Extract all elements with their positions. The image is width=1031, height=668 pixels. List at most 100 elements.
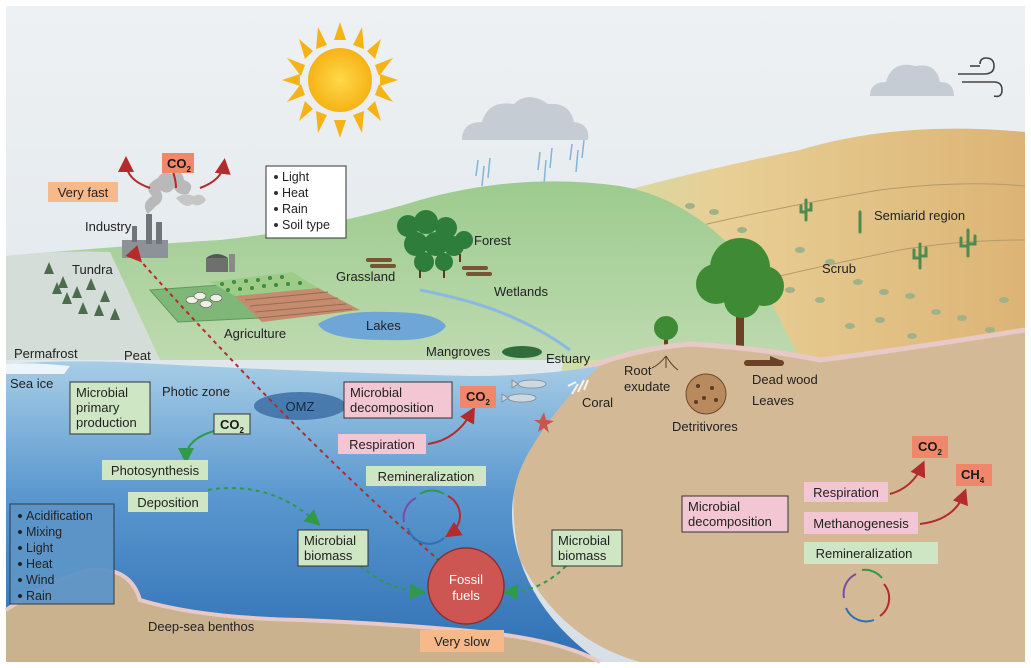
deposition-box bbox=[128, 492, 208, 512]
land-respiration-arrow bbox=[889, 460, 926, 495]
co2-label: CO2 bbox=[220, 417, 245, 435]
land-remineralization-box bbox=[804, 542, 938, 564]
land-respiration-label: Respiration bbox=[813, 485, 879, 500]
primary-production-line-3: production bbox=[76, 415, 137, 430]
fossil-fuels-label-2: fuels bbox=[452, 588, 480, 603]
scrub-label: Scrub bbox=[822, 261, 856, 276]
sea-ice-label: Sea ice bbox=[10, 376, 53, 391]
agriculture-label: Agriculture bbox=[224, 326, 286, 341]
ch4-label: CH4 bbox=[961, 467, 985, 485]
wind-icon bbox=[958, 57, 1003, 98]
dead-wood-icon bbox=[744, 356, 784, 366]
tundra-label: Tundra bbox=[72, 262, 113, 277]
land-microbial-decomposition-box bbox=[681, 495, 789, 533]
deep-sea-benthos-label: Deep-sea benthos bbox=[148, 619, 255, 634]
ocean-factor-item: Acidification bbox=[26, 509, 93, 523]
ocean-biomass-line-2: biomass bbox=[304, 548, 353, 563]
ocean-microbial-decomposition-box bbox=[343, 381, 453, 419]
coral-label: Coral bbox=[582, 395, 613, 410]
land-factors-list: Light Heat Rain Soil type bbox=[274, 170, 330, 232]
very-slow-badge bbox=[420, 630, 504, 652]
wetlands-label: Wetlands bbox=[494, 284, 548, 299]
ocean-respiration-arrow bbox=[427, 406, 475, 445]
industry-label: Industry bbox=[85, 219, 132, 234]
land-factor-item: Rain bbox=[282, 202, 308, 216]
very-fast-label: Very fast bbox=[58, 185, 109, 200]
root-exudate-label-2: exudate bbox=[624, 379, 670, 394]
co2-box-land bbox=[912, 436, 948, 458]
dead-wood-label: Dead wood bbox=[752, 372, 818, 387]
ocean-respiration-box bbox=[338, 434, 426, 454]
ocean-factors-box bbox=[9, 503, 115, 605]
deposition-arrow bbox=[207, 487, 321, 527]
omz-label: OMZ bbox=[286, 399, 315, 414]
ch4-box-land bbox=[956, 464, 992, 486]
omz-zone bbox=[254, 392, 346, 420]
detritivores-label: Detritivores bbox=[672, 419, 738, 434]
detritivores-icon bbox=[685, 373, 727, 415]
fossil-fuels-circle bbox=[427, 547, 505, 625]
remineralization-cycle-icon bbox=[842, 568, 891, 623]
co2-to-photosynthesis-arrow bbox=[178, 429, 219, 464]
fish-icon bbox=[501, 379, 547, 403]
peat-label: Peat bbox=[124, 348, 151, 363]
agriculture-fields bbox=[148, 272, 360, 323]
ocean-factor-item: Rain bbox=[26, 589, 52, 603]
mangroves-icon bbox=[502, 346, 542, 358]
co2-box-ocean-release bbox=[460, 386, 496, 408]
co2-box-ocean bbox=[213, 413, 251, 435]
estuary-label: Estuary bbox=[546, 351, 591, 366]
cloud-icon bbox=[870, 64, 954, 96]
land-factor-item: Light bbox=[282, 170, 310, 184]
ocean-remineralization-box bbox=[366, 466, 486, 486]
grassland-label: Grassland bbox=[336, 269, 395, 284]
fossil-fuel-emission-arrow bbox=[125, 245, 451, 571]
ocean-biomass-line-1: Microbial bbox=[304, 533, 356, 548]
barn-icon bbox=[206, 254, 235, 272]
deposition-label: Deposition bbox=[137, 495, 198, 510]
primary-production-line-1: Microbial bbox=[76, 385, 128, 400]
tundra-trees bbox=[44, 262, 120, 320]
starfish-icon bbox=[534, 412, 554, 433]
lakes-label: Lakes bbox=[366, 318, 401, 333]
ocean-respiration-label: Respiration bbox=[349, 437, 415, 452]
methanogenesis-arrow bbox=[919, 488, 968, 525]
microbial-primary-production-box bbox=[69, 381, 151, 435]
ocean-factors-list: Acidification Mixing Light Heat Wind Rai… bbox=[18, 509, 93, 603]
land-remineralization-label: Remineralization bbox=[816, 546, 913, 561]
ocean-decomposition-line-2: decomposition bbox=[350, 400, 434, 415]
primary-production-line-2: primary bbox=[76, 400, 120, 415]
land-microbial-biomass-box bbox=[551, 529, 623, 567]
photosynthesis-box bbox=[102, 460, 208, 480]
very-fast-badge bbox=[48, 182, 118, 202]
co2-label: CO2 bbox=[167, 156, 192, 174]
rain-cloud-icon bbox=[462, 97, 589, 187]
lakes bbox=[318, 311, 446, 341]
land-factors-box bbox=[265, 165, 347, 239]
ocean-factor-item: Light bbox=[26, 541, 54, 555]
methanogenesis-label: Methanogenesis bbox=[813, 516, 909, 531]
mangroves-label: Mangroves bbox=[426, 344, 491, 359]
root-exudate-label-1: Root bbox=[624, 363, 652, 378]
photic-zone-label: Photic zone bbox=[162, 384, 230, 399]
cactus-icon bbox=[799, 198, 977, 270]
land-respiration-box bbox=[804, 482, 888, 502]
permafrost-label: Permafrost bbox=[14, 346, 78, 361]
photosynthesis-label: Photosynthesis bbox=[111, 463, 200, 478]
land-factor-item: Heat bbox=[282, 186, 309, 200]
forest bbox=[397, 210, 473, 278]
forest-label: Forest bbox=[474, 233, 511, 248]
leaves-label: Leaves bbox=[752, 393, 794, 408]
land-biomass-line-1: Microbial bbox=[558, 533, 610, 548]
land-biomass-line-2: biomass bbox=[558, 548, 607, 563]
co2-box-industry bbox=[162, 153, 194, 173]
land-factor-item: Soil type bbox=[282, 218, 330, 232]
ocean-microbial-biomass-box bbox=[297, 529, 369, 567]
ocean-biomass-to-fossil-arrow bbox=[359, 565, 426, 600]
land-biomass-to-fossil-arrow bbox=[502, 565, 567, 600]
very-slow-label: Very slow bbox=[434, 634, 490, 649]
land-decomposition-line-1: Microbial bbox=[688, 499, 740, 514]
remineralization-cycle-icon bbox=[402, 489, 463, 545]
